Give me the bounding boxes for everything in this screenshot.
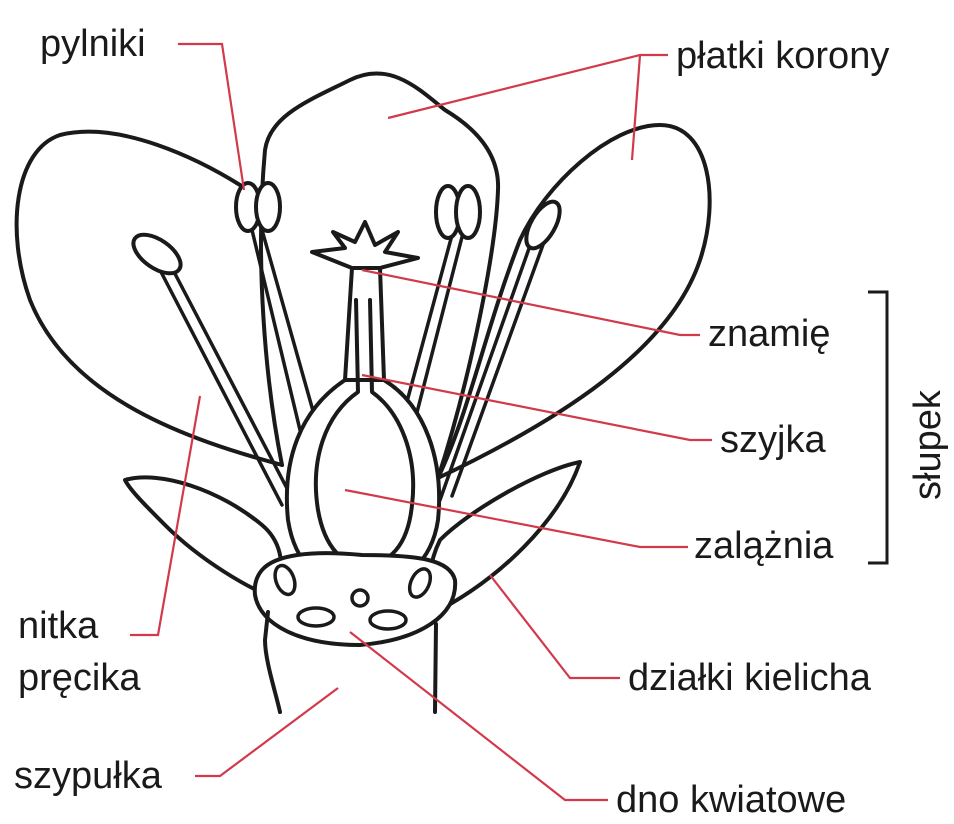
label-dzialki-kielicha: działki kielicha	[628, 657, 872, 699]
leader-platki	[388, 55, 668, 118]
leader-dzialki	[490, 575, 620, 678]
leader-dno	[350, 632, 608, 800]
label-pylniki: pylniki	[40, 23, 146, 65]
slupek-bracket	[868, 292, 887, 563]
label-slupek: słupek	[907, 389, 949, 500]
label-precika: pręcika	[18, 657, 141, 699]
petal-left	[17, 132, 294, 465]
label-znamie: znamię	[708, 313, 831, 355]
flower-outline	[17, 73, 710, 712]
label-platki-korony: płatki korony	[676, 35, 889, 77]
label-szypulka: szypułka	[14, 755, 163, 797]
label-dno-kwiatowe: dno kwiatowe	[616, 779, 846, 819]
label-zalaznia: zalążnia	[694, 525, 834, 567]
label-szyjka: szyjka	[720, 419, 826, 461]
label-nitka: nitka	[18, 605, 99, 647]
leader-szypulka	[195, 688, 338, 776]
